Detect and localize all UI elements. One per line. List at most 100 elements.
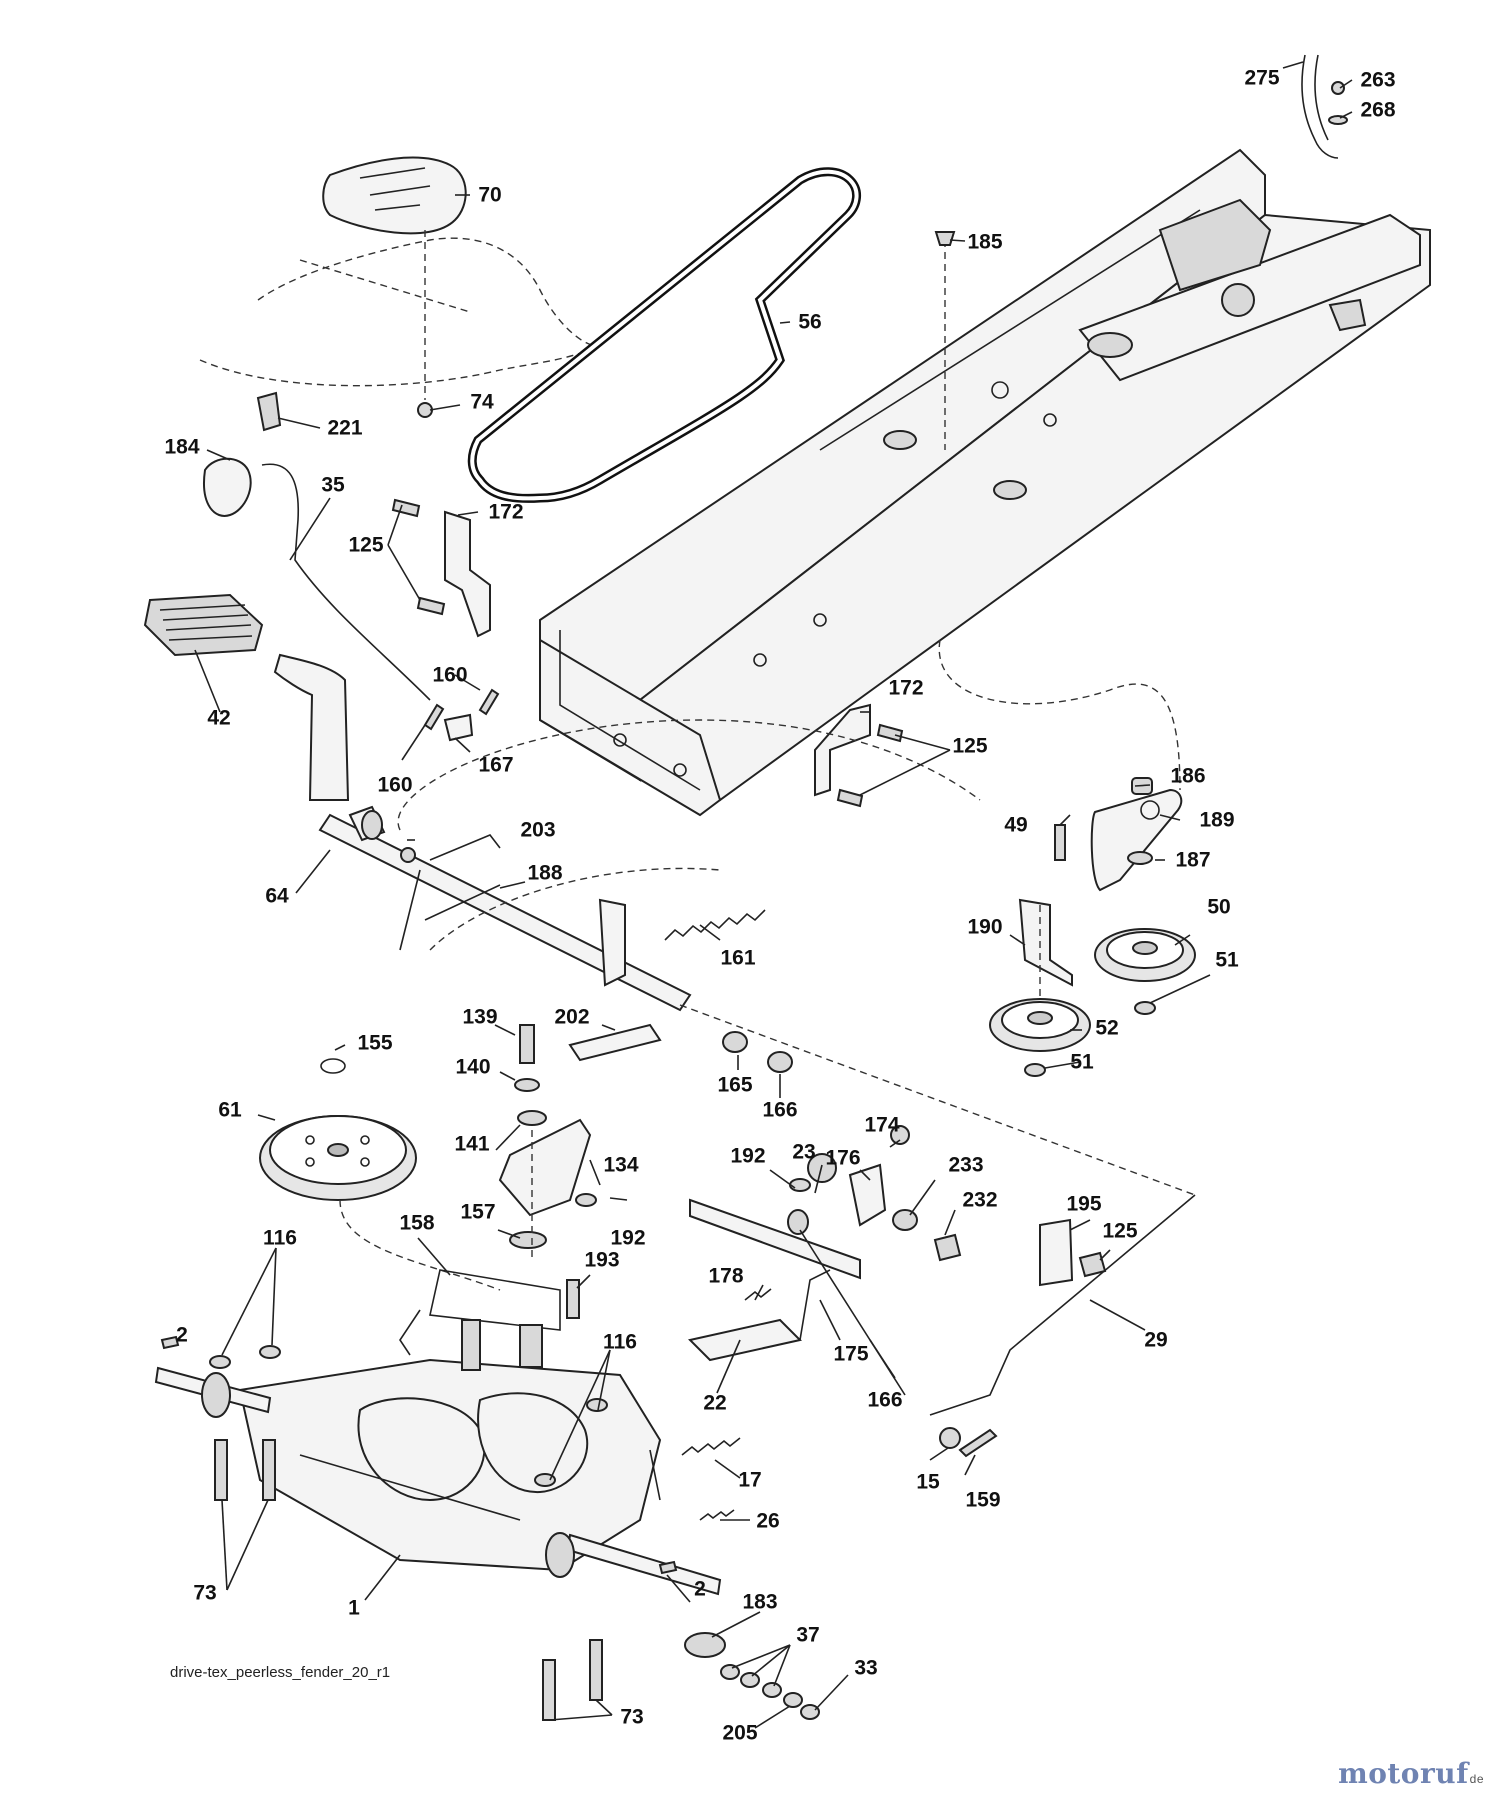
callout-134: 134: [603, 1153, 639, 1177]
cross-shaft: [318, 805, 692, 1012]
washer-166-lower: [787, 1209, 809, 1235]
bolt-185: [934, 231, 956, 246]
washer-187: [1127, 851, 1153, 865]
callout-175: 175: [833, 1342, 869, 1366]
bolt-139: [519, 1024, 535, 1064]
clip-155: [320, 1058, 346, 1074]
callout-161: 161: [720, 946, 756, 970]
callout-192-a: 192: [730, 1144, 766, 1168]
linkage-22: [688, 1318, 802, 1362]
callout-56: 56: [798, 310, 822, 334]
nut-174: [890, 1125, 910, 1145]
bracket-195: [1039, 1218, 1074, 1287]
washer-37-a: [720, 1664, 740, 1680]
callout-190: 190: [967, 915, 1003, 939]
callout-73-left: 73: [193, 1581, 217, 1605]
transmission-pulley-61: [259, 1115, 417, 1201]
callout-233: 233: [948, 1153, 984, 1177]
bolt-125-lower: [416, 596, 446, 616]
callout-140: 140: [455, 1055, 491, 1079]
nut-51-upper: [1134, 1001, 1156, 1015]
callout-139: 139: [462, 1005, 498, 1029]
callout-184: 184: [164, 435, 200, 459]
bushing-165: [722, 1031, 748, 1053]
callout-165: 165: [717, 1073, 753, 1097]
callout-188: 188: [527, 861, 563, 885]
bolt-73-b: [262, 1439, 276, 1501]
washer-205: [783, 1692, 803, 1708]
bracket-172-upper: [444, 510, 491, 638]
bracket-190: [1018, 898, 1073, 987]
bolt-125-right-a: [876, 723, 904, 743]
callout-51-upper: 51: [1215, 948, 1239, 972]
callout-35: 35: [321, 473, 345, 497]
bolt-125-right-b: [836, 788, 864, 808]
nut-116-c: [534, 1473, 556, 1487]
motoruf-logo[interactable]: motorufde: [1338, 1757, 1484, 1790]
callout-185: 185: [967, 230, 1003, 254]
nut-33: [800, 1704, 820, 1720]
callout-125-left: 125: [348, 533, 384, 557]
callout-166-lower: 166: [867, 1388, 903, 1412]
logo-wordmark: motoruf: [1338, 1757, 1469, 1790]
callout-33: 33: [854, 1656, 878, 1680]
nut-51-lower: [1024, 1063, 1046, 1077]
callout-51-lower: 51: [1070, 1050, 1094, 1074]
nut-192-b: [789, 1178, 811, 1192]
spring-17: [681, 1437, 741, 1456]
callout-158: 158: [399, 1211, 435, 1235]
knob-184: [203, 457, 252, 517]
washer-15: [939, 1427, 961, 1449]
clip-159: [958, 1428, 998, 1458]
callout-61: 61: [218, 1098, 242, 1122]
callout-1: 1: [348, 1596, 360, 1620]
callout-125-195: 125: [1102, 1219, 1138, 1243]
pin-160-a: [478, 688, 500, 716]
washer-37-b: [740, 1672, 760, 1688]
fender-outline: [199, 237, 601, 387]
rod-202: [568, 1023, 662, 1062]
spacer-183: [684, 1632, 726, 1658]
callout-189: 189: [1199, 808, 1235, 832]
callout-49: 49: [1004, 813, 1028, 837]
callout-50: 50: [1207, 895, 1231, 919]
callout-192-b: 192: [610, 1226, 646, 1250]
callout-26: 26: [756, 1509, 780, 1533]
callout-157: 157: [460, 1200, 496, 1224]
bolt-125-upper: [391, 498, 421, 518]
callout-187: 187: [1175, 848, 1211, 872]
callout-268: 268: [1360, 98, 1396, 122]
callout-22: 22: [703, 1391, 727, 1415]
drive-belt: [467, 167, 861, 503]
bracket-158: [429, 1269, 561, 1331]
clip-221: [256, 391, 282, 432]
logo-tld: de: [1469, 1772, 1484, 1786]
callout-2-upper: 2: [176, 1323, 188, 1347]
callout-193: 193: [584, 1248, 620, 1272]
callout-167: 167: [478, 753, 514, 777]
callout-116-left: 116: [263, 1226, 297, 1250]
callout-232: 232: [962, 1188, 998, 1212]
bolt-232: [933, 1233, 962, 1262]
callout-172-right: 172: [888, 676, 924, 700]
rod-188: [424, 884, 501, 921]
bracket-176: [848, 1163, 887, 1227]
bracket-172-right: [814, 703, 871, 797]
link-167: [443, 713, 474, 742]
callout-37: 37: [796, 1623, 820, 1647]
idler-bracket-189: [1090, 788, 1183, 892]
callout-186: 186: [1170, 764, 1206, 788]
transaxle-1: [154, 1319, 722, 1596]
pin-160-b: [423, 703, 445, 731]
callout-263: 263: [1360, 68, 1396, 92]
callout-176: 176: [825, 1146, 861, 1170]
callout-70: 70: [478, 183, 502, 207]
spring-26: [699, 1509, 735, 1521]
callout-205: 205: [722, 1721, 758, 1745]
seat-switch-wire: [1301, 54, 1348, 159]
rod-29: [929, 1194, 1196, 1416]
callout-155: 155: [357, 1031, 393, 1055]
washer-233: [892, 1209, 918, 1231]
callout-125-right: 125: [952, 734, 988, 758]
bracket-134: [498, 1118, 592, 1217]
